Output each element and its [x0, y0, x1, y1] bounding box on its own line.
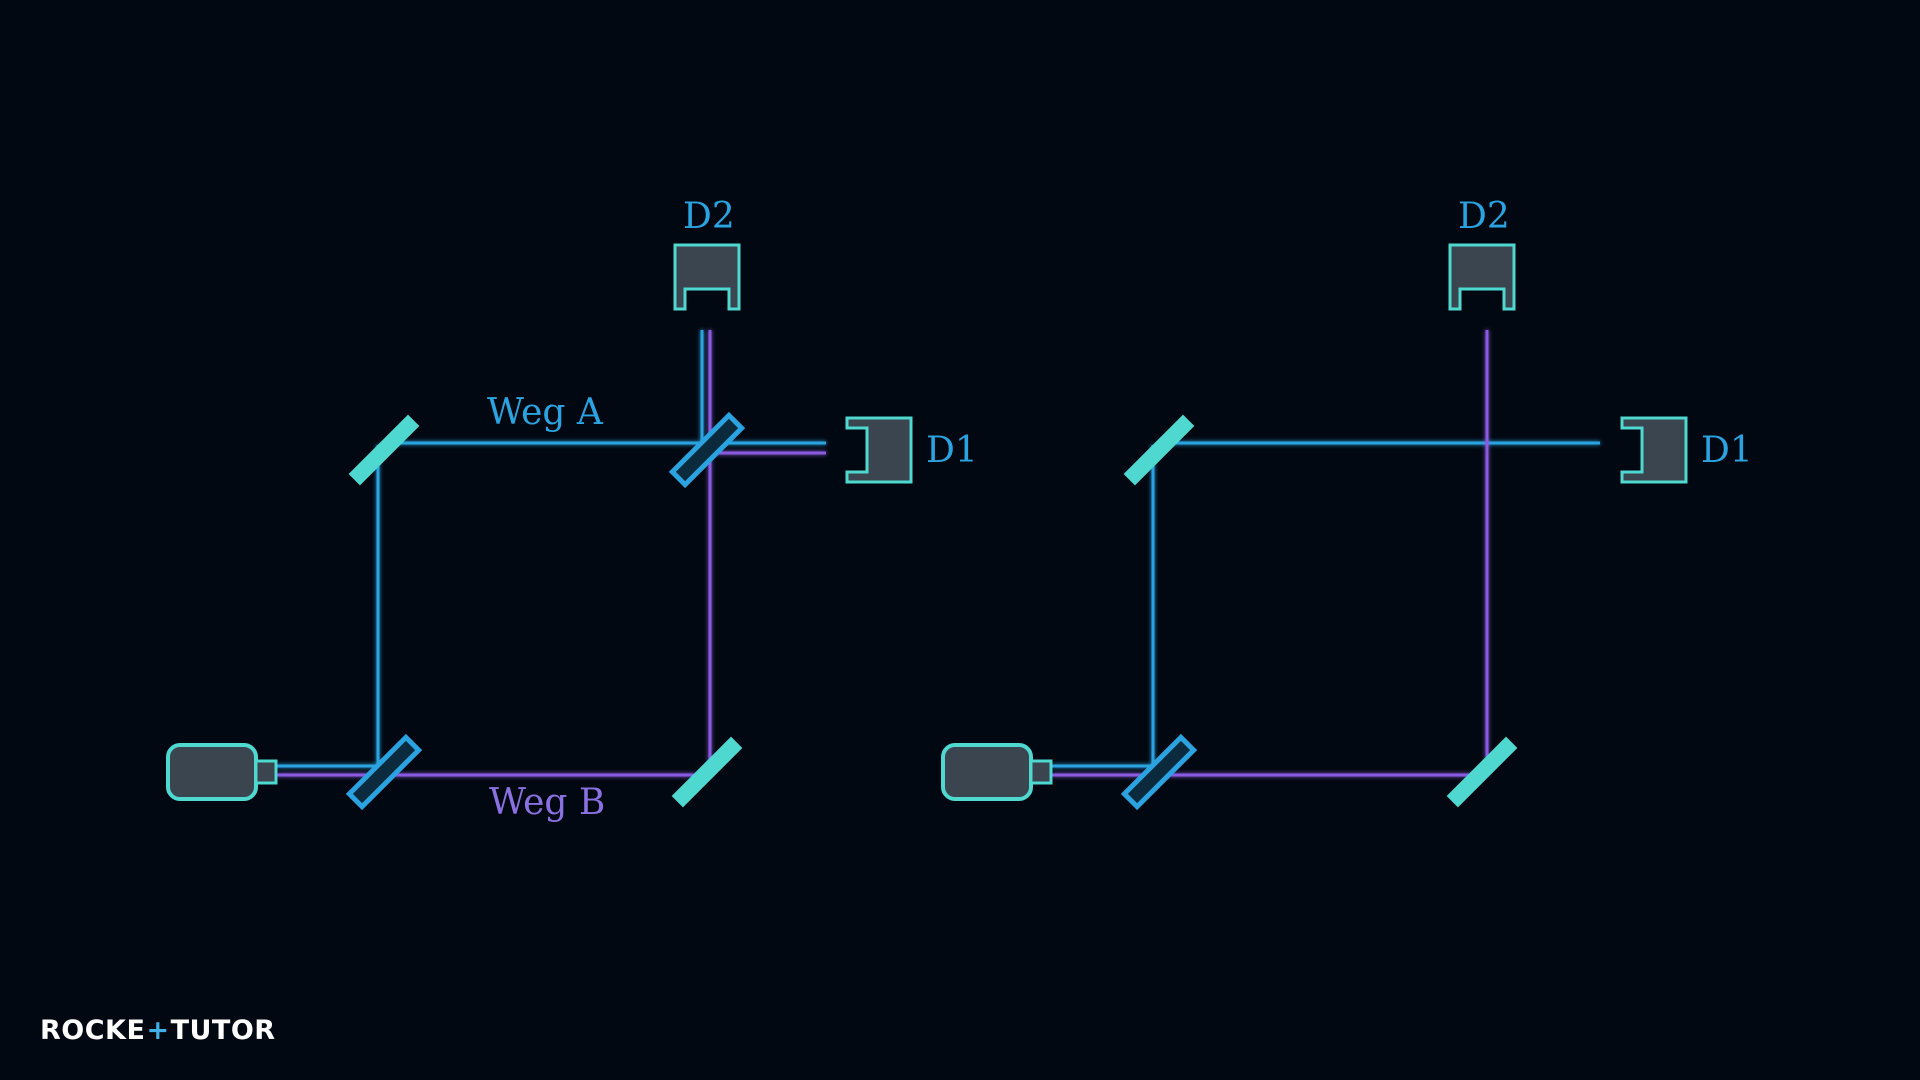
- logo-text-part3: R: [254, 1014, 276, 1046]
- right-beam-path-b: [1052, 330, 1489, 777]
- right-beam-path-a: [1052, 441, 1600, 768]
- left-laser-source: [166, 743, 278, 801]
- logo-text-part1: ROCKE: [40, 1014, 146, 1046]
- right-mirror-bottom: [1446, 736, 1518, 808]
- right-detector-d2: [1448, 243, 1516, 311]
- right-mirror-top: [1123, 414, 1195, 486]
- right-laser-source: [941, 743, 1053, 801]
- left-d2-label: D2: [683, 196, 735, 237]
- left-beam-splitter-input: [345, 733, 423, 811]
- right-d1-label: D1: [1701, 430, 1753, 471]
- left-path-a-label: Weg A: [487, 392, 604, 433]
- right-setup: D2 D1: [941, 196, 1753, 811]
- left-mirror-top: [348, 414, 420, 486]
- right-detector-d1: [1620, 416, 1688, 484]
- left-path-b-label: Weg B: [489, 782, 605, 823]
- left-mirror-bottom: [671, 736, 743, 808]
- logo-plus: +: [146, 1014, 170, 1046]
- left-beam-splitter-output: [668, 411, 746, 489]
- right-d2-label: D2: [1458, 196, 1510, 237]
- right-beam-splitter-input: [1120, 733, 1198, 811]
- left-detector-d2: [673, 243, 741, 311]
- left-beam-path-b: [277, 330, 826, 777]
- left-setup: Weg A Weg B D2 D1: [166, 196, 978, 823]
- left-detector-d1: [845, 416, 913, 484]
- left-d1-label: D1: [926, 430, 978, 471]
- logo-text-part2: TUTO: [170, 1014, 255, 1046]
